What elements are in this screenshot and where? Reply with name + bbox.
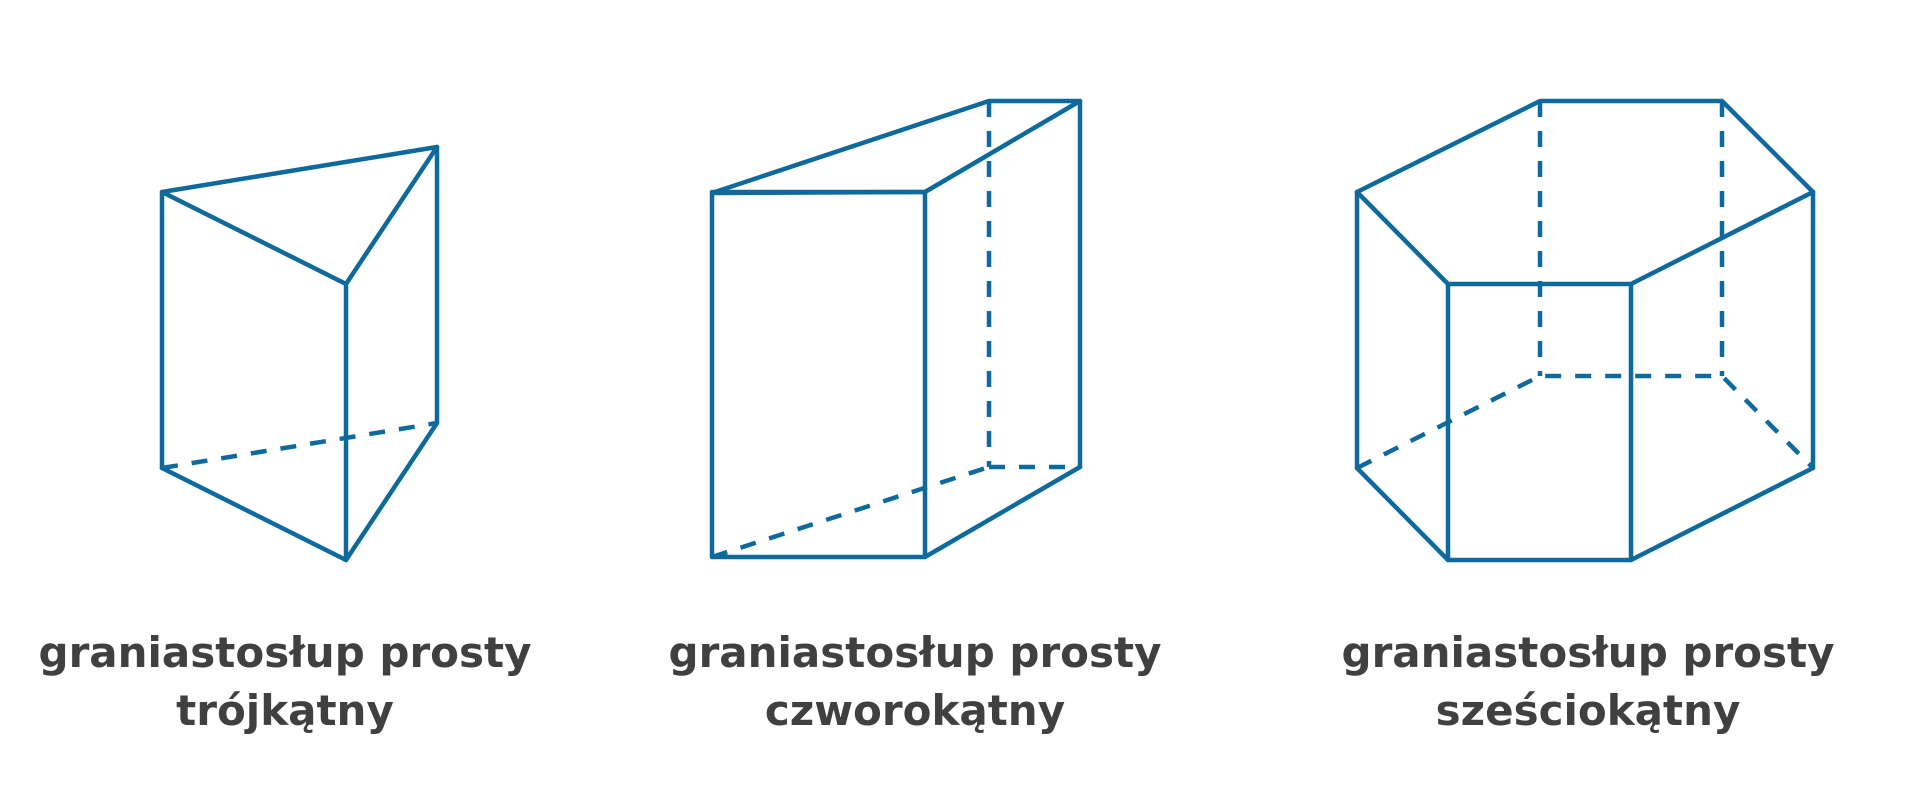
- top-face-edges: [1354, 98, 1816, 287]
- bottom-visible-edges: [159, 420, 440, 563]
- caption-line-2: trójkątny: [176, 686, 394, 735]
- quadrilateral-prism-caption: graniastosłup prosty czworokątny: [635, 624, 1195, 740]
- front-face-edges: [709, 189, 928, 560]
- caption-line-1: graniastosłup prosty: [38, 628, 532, 677]
- caption-line-2: czworokątny: [764, 686, 1066, 735]
- quadrilateral-prism: [709, 98, 1083, 560]
- bottom-hidden-edge: [161, 420, 438, 471]
- top-face-edges: [159, 144, 440, 287]
- bottom-visible-edges: [1354, 465, 1816, 563]
- caption-line-1: graniastosłup prosty: [1341, 628, 1835, 677]
- bottom-right-edge: [922, 464, 1083, 560]
- triangular-prism-caption: graniastosłup prosty trójkątny: [5, 624, 565, 740]
- caption-line-2: sześciokątny: [1435, 686, 1741, 735]
- top-face-edges: [709, 98, 1083, 196]
- triangular-prism: [159, 144, 440, 563]
- caption-line-1: graniastosłup prosty: [668, 628, 1162, 677]
- hexagonal-prism-caption: graniastosłup prosty sześciokątny: [1308, 624, 1868, 740]
- hexagonal-prism: [1354, 98, 1816, 563]
- bottom-hidden-left-edge: [711, 464, 990, 560]
- bottom-hidden-edges: [1355, 373, 1815, 471]
